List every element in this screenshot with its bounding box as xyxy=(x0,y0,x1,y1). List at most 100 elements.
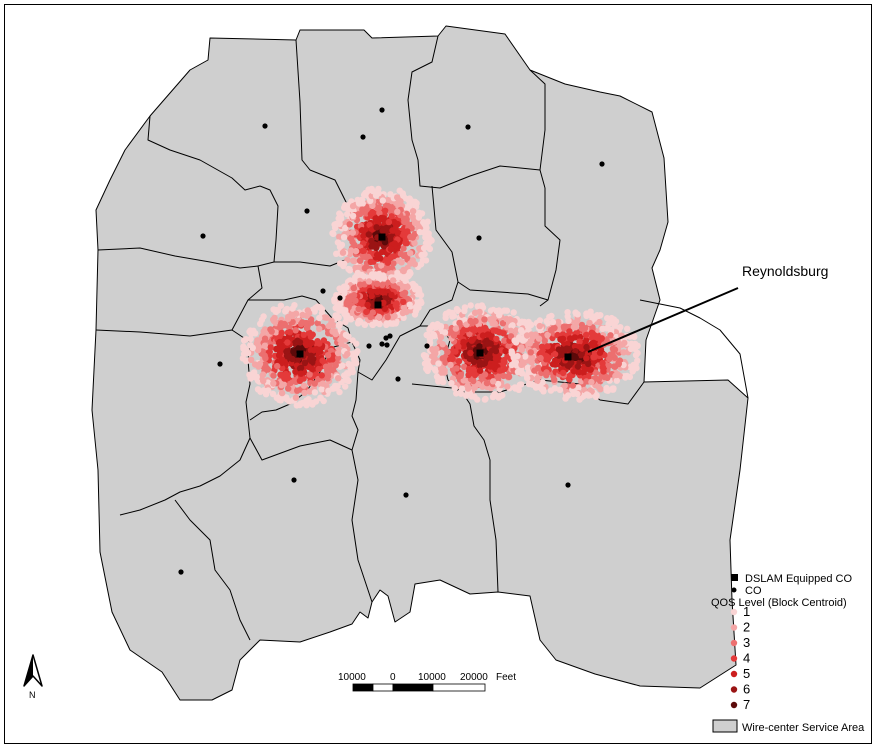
qos-point xyxy=(334,349,342,357)
qos-point xyxy=(323,314,330,321)
legend-qos-title: QOS Level (Block Centroid) xyxy=(711,597,847,609)
qos-point xyxy=(366,287,374,295)
qos-point xyxy=(567,360,574,367)
qos-point xyxy=(340,234,348,241)
qos-point xyxy=(332,224,339,232)
qos-point xyxy=(270,380,277,387)
qos-point xyxy=(549,318,557,326)
qos-point xyxy=(532,383,539,390)
scale-label-2: 10000 xyxy=(418,672,446,683)
qos-point xyxy=(373,251,381,259)
qos-point xyxy=(347,316,355,323)
qos-point xyxy=(292,327,299,334)
qos-point xyxy=(487,363,494,370)
qos-point xyxy=(448,380,455,387)
qos-point xyxy=(374,288,381,295)
qos-point xyxy=(411,286,419,293)
qos-point xyxy=(494,380,502,388)
legend-level-label: 3 xyxy=(743,635,750,650)
qos-point xyxy=(460,338,467,346)
co-marker xyxy=(291,477,297,483)
qos-point xyxy=(273,345,280,353)
qos-point xyxy=(504,383,511,390)
qos-point xyxy=(239,355,247,362)
qos-point xyxy=(574,311,581,318)
qos-point xyxy=(329,352,336,359)
co-marker xyxy=(337,295,343,301)
qos-point xyxy=(387,254,395,261)
qos-point xyxy=(467,302,474,309)
qos-point xyxy=(389,277,397,284)
qos-point xyxy=(345,206,352,213)
qos-point xyxy=(278,382,285,389)
qos-point xyxy=(379,281,386,289)
qos-point xyxy=(411,239,418,247)
dslam-marker xyxy=(378,233,386,241)
qos-point xyxy=(297,370,305,377)
qos-point xyxy=(283,395,290,403)
legend-level-symbol xyxy=(730,639,738,647)
qos-point xyxy=(492,347,500,355)
qos-point xyxy=(417,261,425,268)
qos-point xyxy=(335,306,342,313)
qos-point xyxy=(259,371,267,378)
qos-point xyxy=(425,230,432,237)
qos-point xyxy=(359,247,366,255)
qos-point xyxy=(394,229,401,236)
qos-point xyxy=(441,329,449,336)
qos-point xyxy=(613,377,620,384)
callout-label: Reynoldsburg xyxy=(742,263,828,279)
qos-point xyxy=(372,215,379,222)
qos-point xyxy=(376,320,383,328)
co-marker xyxy=(383,335,389,341)
qos-point xyxy=(374,205,381,212)
qos-point xyxy=(299,311,306,319)
qos-point xyxy=(524,364,531,371)
co-marker xyxy=(320,288,326,294)
qos-point xyxy=(431,366,439,373)
qos-point xyxy=(309,399,317,407)
qos-point xyxy=(586,366,593,373)
qos-point xyxy=(510,309,517,316)
qos-point xyxy=(381,239,389,246)
qos-point xyxy=(334,383,341,390)
qos-point xyxy=(349,229,356,236)
qos-point xyxy=(316,325,323,332)
qos-point xyxy=(316,340,323,347)
qos-point xyxy=(472,317,479,325)
qos-point xyxy=(379,227,386,234)
qos-point xyxy=(487,340,494,347)
qos-point xyxy=(342,331,350,339)
qos-point xyxy=(495,307,503,314)
qos-point xyxy=(345,265,352,273)
qos-point xyxy=(490,320,498,327)
qos-point xyxy=(247,375,254,382)
legend-area-label: Wire-center Service Area xyxy=(742,722,865,734)
legend-dslam-symbol xyxy=(731,574,738,581)
legend-level-symbol xyxy=(730,624,738,631)
qos-point xyxy=(481,371,489,378)
qos-point xyxy=(373,224,380,231)
qos-point xyxy=(335,375,342,382)
qos-point xyxy=(461,363,468,370)
qos-point xyxy=(416,245,423,252)
qos-point xyxy=(556,386,564,393)
qos-point xyxy=(478,302,486,309)
qos-point xyxy=(293,402,300,409)
qos-point xyxy=(387,245,395,253)
qos-point xyxy=(501,356,508,364)
qos-point xyxy=(397,250,405,257)
qos-point xyxy=(501,337,508,344)
qos-point xyxy=(322,363,330,370)
qos-point xyxy=(242,336,250,343)
qos-point xyxy=(535,335,543,342)
qos-point xyxy=(319,380,327,387)
qos-point xyxy=(500,372,507,380)
qos-point xyxy=(592,369,599,376)
qos-point xyxy=(481,316,488,323)
qos-point xyxy=(301,389,308,396)
qos-point xyxy=(325,322,333,330)
qos-point xyxy=(380,299,387,306)
qos-point xyxy=(381,305,389,312)
